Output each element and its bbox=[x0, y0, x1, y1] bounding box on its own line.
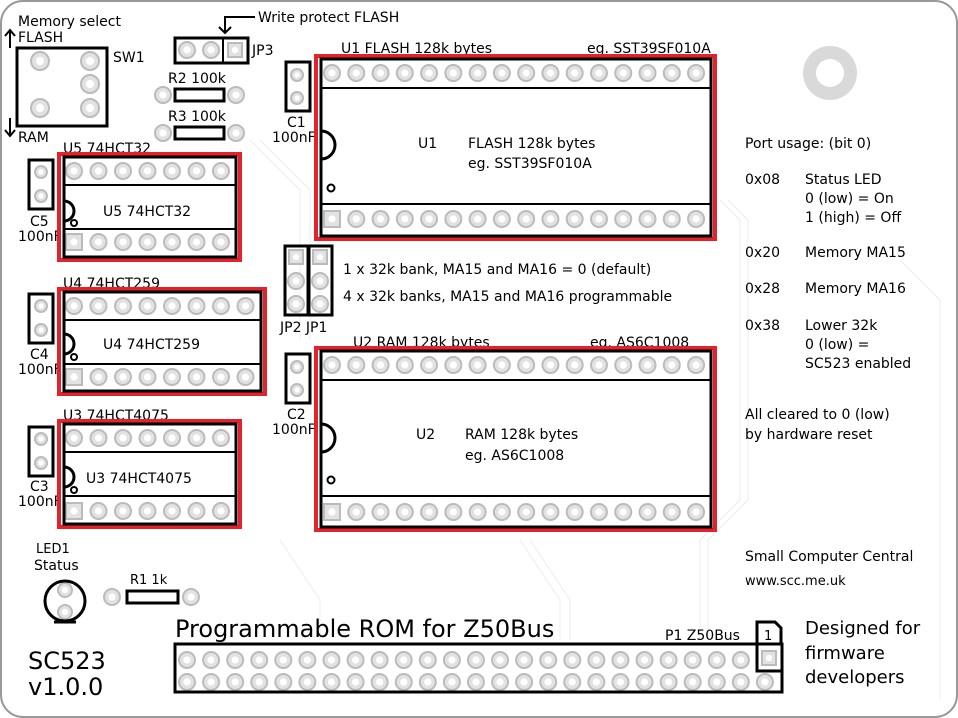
reset-note: All cleared to 0 (low) bbox=[745, 407, 890, 423]
sw1: Memory select FLASH RAM SW1 bbox=[4, 14, 145, 146]
u3: U3 74HCT4075 U3 74HCT4075 bbox=[57, 408, 242, 529]
u3-inner: U3 74HCT4075 bbox=[86, 471, 192, 487]
c2-ref: C2 bbox=[287, 407, 306, 423]
port-addr: 0x28 bbox=[745, 281, 780, 297]
arrow-down-icon bbox=[218, 16, 255, 35]
u2-highlight bbox=[314, 346, 717, 532]
port-desc: 0 (low) = bbox=[805, 337, 869, 353]
port-addr: 0x20 bbox=[745, 245, 780, 261]
board-title: Programmable ROM for Z50Bus bbox=[175, 615, 554, 643]
port-desc: Memory MA16 bbox=[805, 281, 906, 297]
c4-outline bbox=[27, 292, 55, 345]
led1-label: Status bbox=[34, 558, 79, 574]
u1-ref: U1 bbox=[418, 136, 437, 152]
pads bbox=[30, 41, 777, 691]
u4-inner: U4 74HCT259 bbox=[103, 337, 200, 353]
u1-highlight bbox=[314, 54, 717, 241]
pin1-notch bbox=[320, 129, 337, 161]
r3-body bbox=[173, 125, 226, 141]
jp3-outline bbox=[173, 36, 250, 65]
u2-desc: RAM 128k bytes bbox=[465, 427, 578, 443]
c2-value: 100nF bbox=[272, 422, 316, 438]
port-addr: 0x08 bbox=[745, 172, 780, 188]
port-usage: Port usage: (bit 0) 0x08 Status LED 0 (l… bbox=[745, 136, 911, 443]
jp3: Write protect FLASH JP3 bbox=[173, 10, 399, 65]
c1-outline bbox=[284, 60, 312, 113]
c3-value: 100nF bbox=[18, 494, 62, 510]
port-desc: SC523 enabled bbox=[805, 356, 911, 372]
u2-ref: U2 bbox=[416, 427, 435, 443]
u5: U5 74HCT32 U5 74HCT32 bbox=[57, 141, 242, 262]
c4-value: 100nF bbox=[18, 362, 62, 378]
port-desc: Status LED bbox=[805, 172, 882, 188]
c5-value: 100nF bbox=[18, 229, 62, 245]
u4-highlight bbox=[57, 287, 267, 396]
sw1-ram-label: RAM bbox=[18, 130, 49, 146]
port-desc: Memory MA15 bbox=[805, 245, 906, 261]
r1-body bbox=[125, 589, 180, 605]
reset-note: by hardware reset bbox=[745, 427, 873, 443]
tagline: firmware bbox=[805, 643, 885, 664]
tagline: developers bbox=[805, 667, 905, 688]
u4: U4 74HCT259 U4 74HCT259 bbox=[57, 276, 267, 396]
jp3-ref: JP3 bbox=[251, 43, 273, 59]
port-addr: 0x38 bbox=[745, 318, 780, 334]
u1-example: eg. SST39SF010A bbox=[587, 41, 711, 57]
u5-inner: U5 74HCT32 bbox=[103, 204, 191, 220]
sw1-heading: Memory select bbox=[18, 14, 121, 30]
port-desc: Lower 32k bbox=[805, 318, 878, 334]
u2-part: eg. AS6C1008 bbox=[465, 448, 564, 464]
c3-outline bbox=[27, 425, 55, 478]
c3-ref: C3 bbox=[30, 479, 49, 495]
u2: U2 RAM 128k bytes eg. AS6C1008 U2 RAM 12… bbox=[314, 335, 717, 532]
arrow-icon bbox=[4, 28, 16, 138]
p1-label: P1 Z50Bus bbox=[665, 628, 740, 644]
c5-outline bbox=[27, 158, 55, 211]
pin1-marker bbox=[755, 620, 783, 644]
traces bbox=[249, 139, 941, 700]
board-version: v1.0.0 bbox=[28, 673, 103, 701]
u1-label: U1 FLASH 128k bytes bbox=[341, 41, 492, 57]
c1-value: 100nF bbox=[272, 130, 316, 146]
c4-ref: C4 bbox=[30, 347, 49, 363]
u1: U1 FLASH 128k bytes eg. SST39SF010A U1 F… bbox=[314, 41, 717, 241]
jp3-note: Write protect FLASH bbox=[258, 10, 399, 26]
u1-part: eg. SST39SF010A bbox=[468, 156, 592, 172]
r2-body bbox=[173, 87, 226, 103]
u5-highlight bbox=[57, 152, 242, 262]
r1-label: R1 1k bbox=[130, 573, 168, 588]
sw1-ref: SW1 bbox=[113, 50, 145, 66]
maker-url: www.scc.me.uk bbox=[745, 574, 846, 589]
r3-label: R3 100k bbox=[168, 109, 227, 125]
u3-highlight bbox=[57, 419, 242, 529]
port-desc: 0 (low) = On bbox=[805, 191, 894, 207]
board-name: SC523 bbox=[28, 647, 106, 675]
tagline: Designed for bbox=[805, 618, 921, 639]
jumper-refs: JP2 JP1 bbox=[279, 320, 327, 336]
c2-outline bbox=[284, 352, 312, 405]
sw1-outline bbox=[15, 46, 109, 128]
jumper-option-2: 4 x 32k banks, MA15 and MA16 programmabl… bbox=[343, 289, 672, 305]
maker-name: Small Computer Central bbox=[745, 549, 913, 565]
pin1-label: 1 bbox=[764, 629, 772, 644]
c5-ref: C5 bbox=[30, 214, 49, 230]
led1-ref: LED1 bbox=[36, 542, 70, 557]
u1-desc: FLASH 128k bytes bbox=[468, 136, 595, 152]
port-heading: Port usage: (bit 0) bbox=[745, 136, 871, 152]
r2-label: R2 100k bbox=[168, 71, 227, 87]
jumper-option-1: 1 x 32k bank, MA15 and MA16 = 0 (default… bbox=[343, 262, 651, 278]
sw1-flash-label: FLASH bbox=[18, 30, 63, 46]
jp1-outline bbox=[307, 244, 334, 317]
port-desc: 1 (high) = Off bbox=[805, 210, 901, 226]
c1-ref: C1 bbox=[287, 115, 306, 131]
